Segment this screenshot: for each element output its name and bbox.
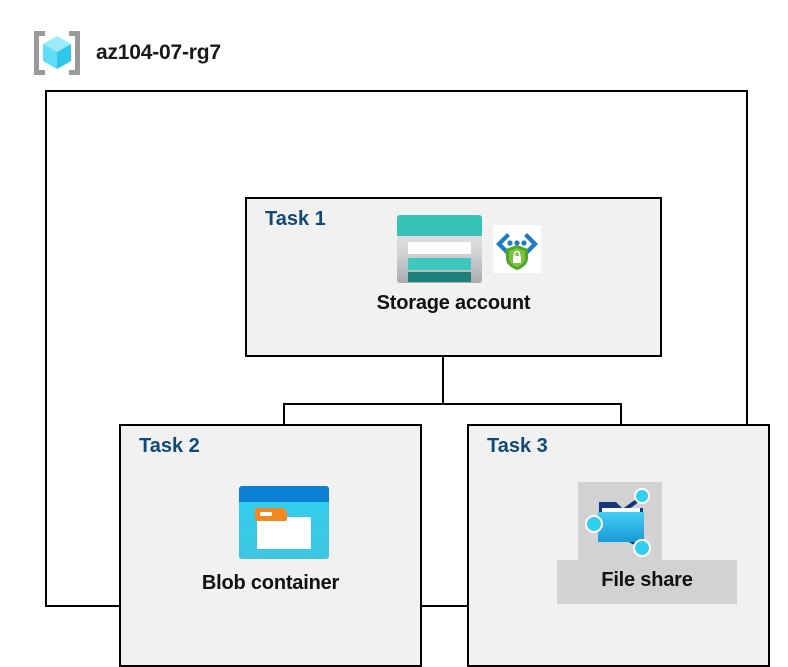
file-share-icon bbox=[583, 484, 659, 560]
task-1-label: Task 1 bbox=[265, 208, 326, 230]
connector-storage-to-branch bbox=[442, 357, 444, 405]
blob-container-icon bbox=[239, 486, 329, 559]
task-3-label: Task 3 bbox=[487, 435, 548, 457]
connector-branch-horizontal bbox=[283, 403, 622, 405]
task-2-label: Task 2 bbox=[139, 435, 200, 457]
task-3-box[interactable]: Task 3 bbox=[467, 424, 770, 667]
resource-group-name: az104-07-rg7 bbox=[96, 41, 221, 64]
resource-group-container: Task 1 Storage account Task 2 bbox=[45, 90, 770, 667]
file-share-label: File share bbox=[601, 569, 693, 591]
resource-group-header: az104-07-rg7 bbox=[30, 26, 360, 80]
blob-container-label: Blob container bbox=[201, 572, 340, 594]
storage-account-icon bbox=[397, 215, 482, 283]
file-share-label-highlight bbox=[557, 560, 737, 604]
encryption-shield-icon bbox=[493, 225, 541, 273]
storage-account-label: Storage account bbox=[376, 292, 531, 314]
resource-group-icon bbox=[30, 28, 84, 78]
task-2-box[interactable]: Task 2 bbox=[119, 424, 422, 667]
